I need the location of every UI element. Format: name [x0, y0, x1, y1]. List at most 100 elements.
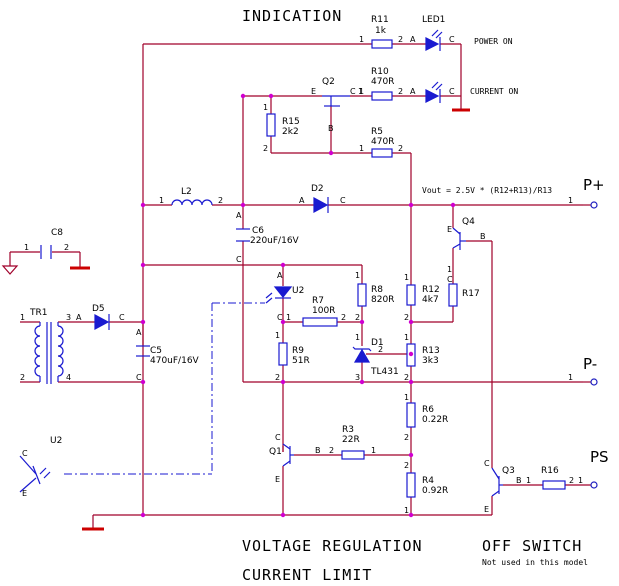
svg-text:A: A [410, 87, 416, 96]
output-terminals [590, 201, 598, 489]
svg-text:2: 2 [404, 373, 409, 382]
svg-text:C: C [350, 87, 356, 96]
r5-value: 470R [371, 137, 394, 147]
svg-text:1: 1 [355, 333, 360, 342]
r10-name: R10 [371, 67, 389, 77]
r5-name: R5 [371, 127, 383, 137]
terminal-p-minus [590, 378, 598, 386]
svg-text:1: 1 [286, 313, 291, 322]
r3-body [341, 450, 365, 460]
svg-text:1: 1 [355, 271, 360, 280]
svg-text:E: E [447, 225, 452, 234]
r7-name: R7 [312, 296, 324, 306]
r6-body [406, 402, 416, 428]
component-labels: R11 1k LED1 R10 470R Q2 R5 470R R15 2k2 … [29, 15, 559, 496]
r3-value: 22R [342, 435, 360, 445]
svg-text:A: A [277, 271, 283, 280]
svg-text:C: C [236, 255, 242, 264]
r6-value: 0.22R [422, 415, 448, 425]
c8-name: C8 [51, 228, 63, 238]
c5-symbol [136, 345, 150, 357]
svg-text:1: 1 [526, 476, 531, 485]
svg-text:C: C [119, 313, 125, 322]
r6-name: R6 [422, 405, 434, 415]
svg-text:B: B [516, 476, 522, 485]
r10-value: 470R [371, 77, 394, 87]
r8-body [357, 283, 367, 307]
c5-value: 470uF/16V [150, 356, 200, 366]
svg-text:1: 1 [447, 265, 452, 274]
q4-symbol [452, 227, 466, 250]
off-switch-note: Not used in this model [482, 558, 588, 567]
terminal-p-plus [590, 201, 598, 209]
svg-text:2: 2 [341, 313, 346, 322]
svg-text:C: C [340, 196, 346, 205]
svg-text:2: 2 [404, 313, 409, 322]
d5-symbol [94, 313, 110, 331]
output-p-minus-label: P- [583, 355, 597, 373]
svg-text:1: 1 [359, 35, 364, 44]
terminal-ps [590, 481, 598, 489]
svg-text:2: 2 [20, 373, 25, 382]
svg-text:2: 2 [569, 476, 574, 485]
svg-text:C: C [447, 275, 453, 284]
q1-symbol [282, 443, 294, 467]
l2-coil [171, 199, 213, 206]
svg-text:2: 2 [398, 35, 403, 44]
svg-text:3: 3 [66, 313, 71, 322]
u2-phototransistor-name: U2 [50, 436, 62, 446]
q3-symbol [491, 467, 503, 497]
svg-text:C: C [449, 35, 455, 44]
c6-value: 220uF/16V [250, 236, 300, 246]
r16-name: R16 [541, 466, 559, 476]
r15-value: 2k2 [282, 127, 299, 137]
components [19, 29, 566, 498]
svg-text:A: A [236, 211, 242, 220]
svg-text:2: 2 [378, 345, 383, 354]
svg-text:A: A [136, 328, 142, 337]
svg-text:4: 4 [66, 373, 71, 382]
q2-symbol [322, 95, 350, 107]
svg-text:C: C [277, 313, 283, 322]
r13-value: 3k3 [422, 356, 439, 366]
r17-name: R17 [462, 289, 480, 299]
r5-body [371, 148, 393, 158]
svg-text:C: C [449, 87, 455, 96]
svg-text:1: 1 [404, 393, 409, 402]
ground-symbols [70, 108, 470, 531]
svg-text:E: E [275, 475, 280, 484]
u2-led-symbol [265, 286, 293, 304]
c5-name: C5 [150, 346, 162, 356]
led2-current-on-label: CURRENT ON [470, 87, 518, 96]
output-ps-label: PS [590, 448, 609, 466]
svg-text:1: 1 [20, 313, 25, 322]
svg-text:1: 1 [404, 506, 409, 515]
r8-name: R8 [371, 285, 383, 295]
d1-part: TL431 [370, 367, 399, 377]
led1-name: LED1 [422, 15, 445, 25]
section-off-switch: OFF SWITCH [482, 537, 582, 555]
r17-body [448, 283, 458, 307]
u2-led-name: U2 [292, 286, 304, 296]
c6-name: C6 [252, 226, 264, 236]
q2-name: Q2 [322, 77, 335, 87]
svg-text:A: A [299, 196, 305, 205]
svg-text:1: 1 [404, 273, 409, 282]
led1-power-on-label: POWER ON [474, 37, 513, 46]
optocoupler-link [64, 302, 265, 475]
svg-text:1: 1 [358, 87, 363, 96]
r16-body [542, 480, 566, 490]
r11-body [371, 39, 393, 49]
svg-text:2: 2 [275, 373, 280, 382]
svg-text:2: 2 [329, 446, 334, 455]
svg-text:2: 2 [404, 433, 409, 442]
u2-phototransistor-symbol [19, 455, 51, 493]
r15-body [266, 113, 276, 137]
svg-text:2: 2 [398, 144, 403, 153]
r9-body [278, 342, 288, 366]
r4-value: 0.92R [422, 486, 448, 496]
r9-name: R9 [292, 346, 304, 356]
r8-value: 820R [371, 295, 394, 305]
